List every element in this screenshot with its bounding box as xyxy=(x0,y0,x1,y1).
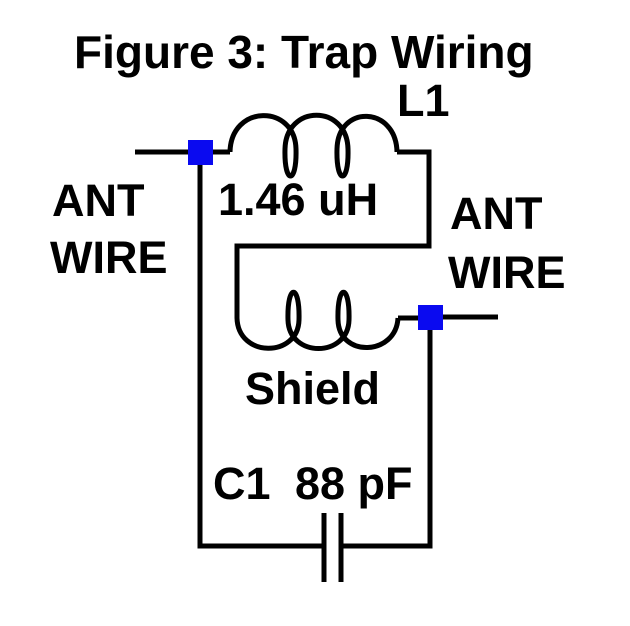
inductor-designator-label: L1 xyxy=(397,75,450,126)
inductor-coil-l1 xyxy=(227,112,400,179)
capacitor-designator: C1 xyxy=(213,458,271,509)
wire-label-left: WIRE xyxy=(50,232,168,283)
terminal-square-right xyxy=(418,305,443,330)
inductor-value-label: 1.46 uH xyxy=(218,174,378,225)
wire-mid-return xyxy=(234,149,432,318)
wire-right-branch xyxy=(343,328,433,549)
wire-label-right: WIRE xyxy=(448,247,566,298)
terminal-square-left xyxy=(188,140,213,165)
ant-label-right: ANT xyxy=(450,188,542,239)
figure-title: Figure 3: Trap Wiring xyxy=(74,26,534,78)
capacitor-symbol xyxy=(321,513,344,582)
ant-label-left: ANT xyxy=(52,175,144,226)
capacitor-value: 88 pF xyxy=(295,458,413,509)
wire-left-branch xyxy=(197,150,322,549)
shield-label: Shield xyxy=(245,363,380,414)
shield-coil xyxy=(234,289,401,351)
capacitor-label: C1 88 pF xyxy=(213,458,413,509)
